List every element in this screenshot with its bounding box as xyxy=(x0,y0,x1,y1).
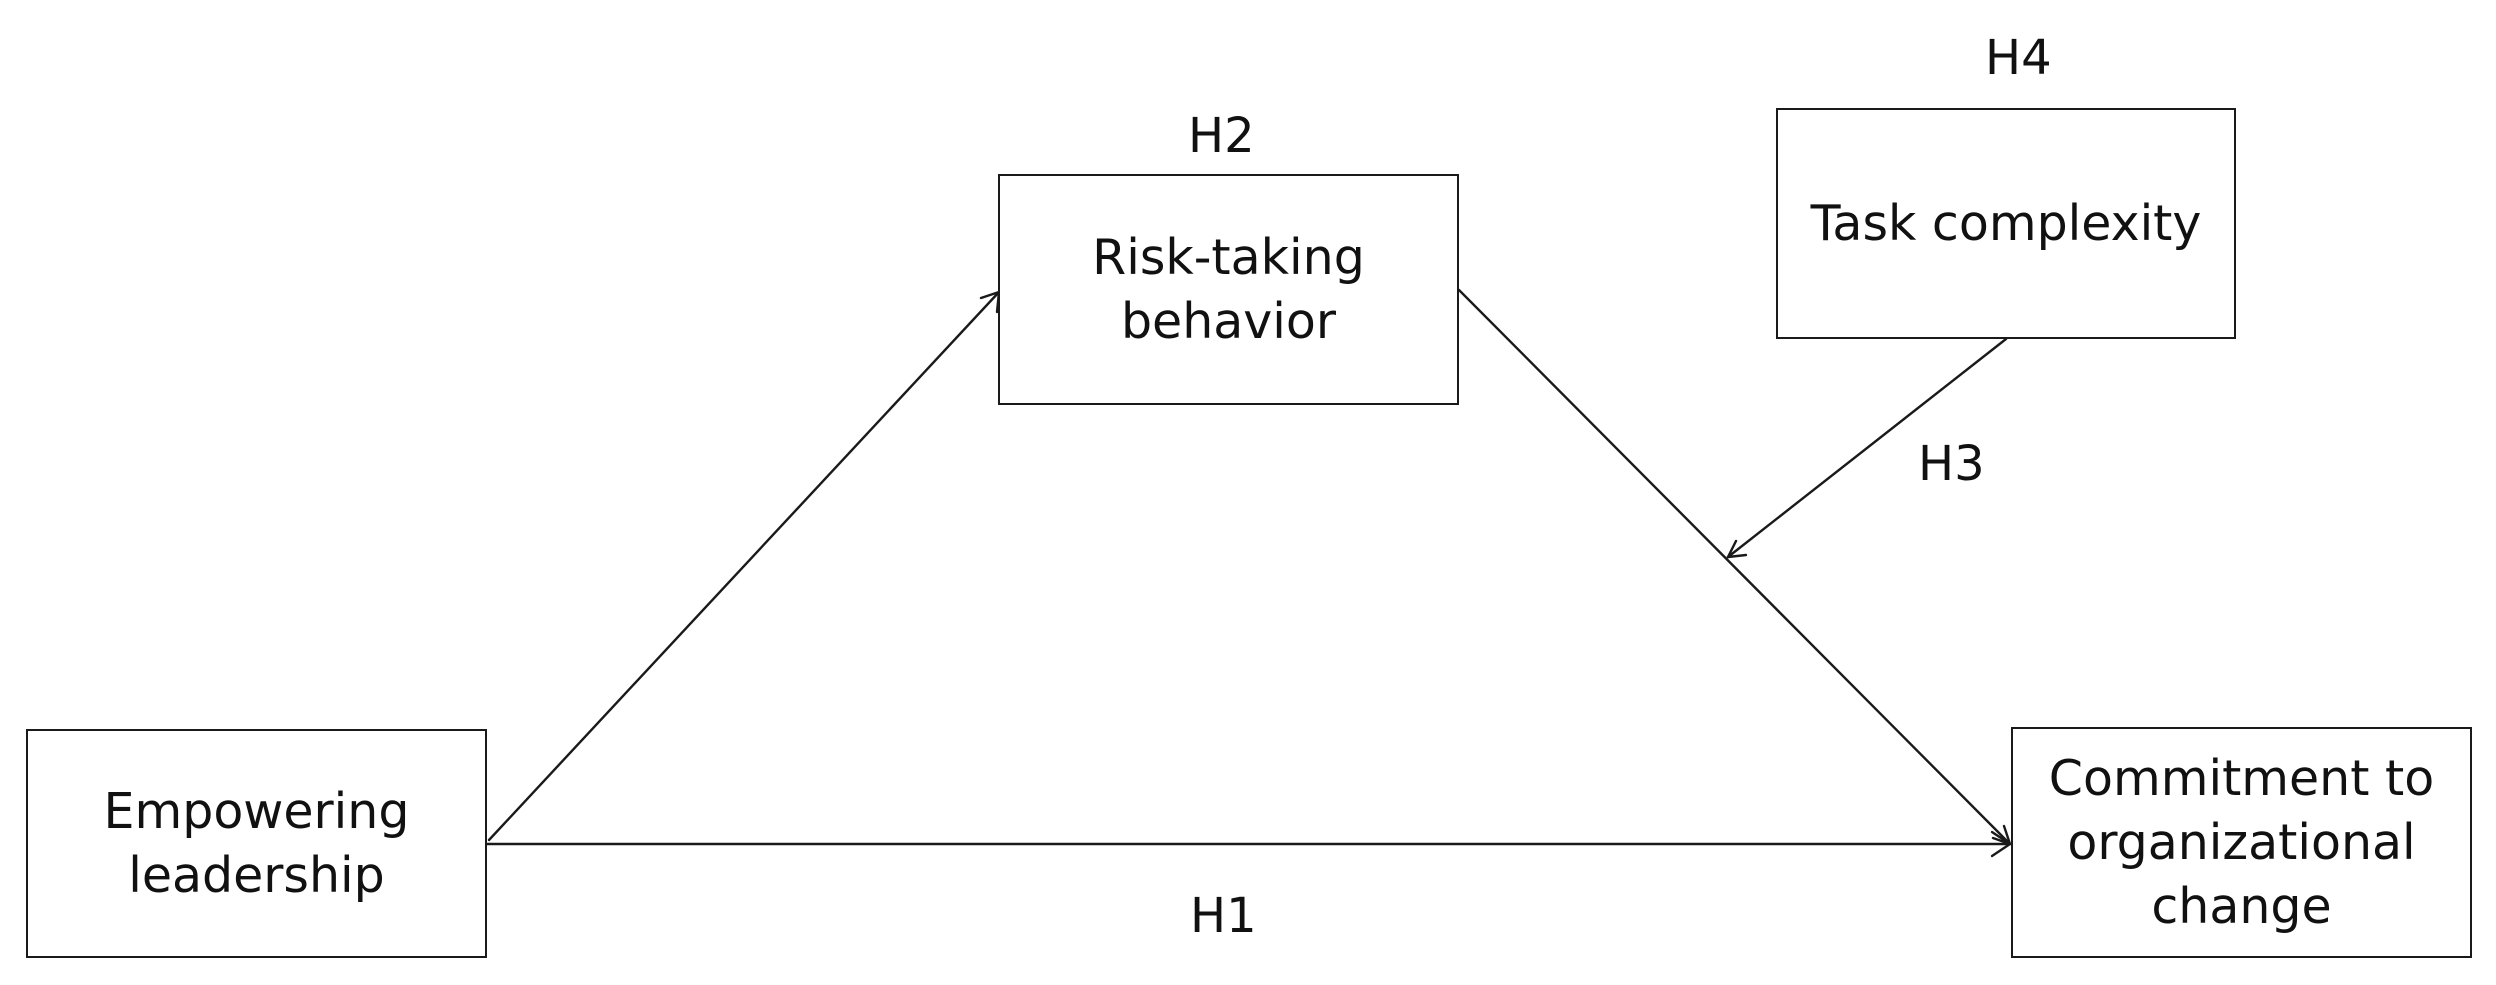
empowering-leadership-box: Empowering leadership xyxy=(26,729,487,958)
commitment-to-change-box: Commitment to organizational change xyxy=(2011,727,2472,958)
hypothesis-label-h4: H4 xyxy=(1985,30,2052,86)
risk-taking-behavior-box: Risk-taking behavior xyxy=(998,174,1459,405)
risk-taking-line-1: Risk-taking xyxy=(1092,228,1365,286)
arrowhead-h3 xyxy=(1726,539,1748,559)
arrow-risk-to-commitment xyxy=(1457,288,2012,846)
empowering-leadership-line-2: leadership xyxy=(128,846,385,904)
risk-taking-line-2: behavior xyxy=(1120,292,1337,350)
commitment-line-1: Commitment to xyxy=(2048,749,2435,807)
arrow-h2 xyxy=(487,290,1001,842)
arrow-h3 xyxy=(1726,337,2008,559)
empowering-leadership-line-1: Empowering xyxy=(103,782,410,840)
task-complexity-line-1: Task complexity xyxy=(1810,194,2202,252)
arrowhead-risk-to-commitment xyxy=(1991,824,2012,846)
hypothesis-label-h1: H1 xyxy=(1190,888,1257,944)
commitment-line-2: organizational xyxy=(2067,813,2416,871)
hypothesis-label-h2: H2 xyxy=(1188,108,1255,164)
hypothesis-label-h3: H3 xyxy=(1918,436,1985,492)
commitment-line-3: change xyxy=(2151,877,2332,935)
task-complexity-box: Task complexity xyxy=(1776,108,2236,339)
